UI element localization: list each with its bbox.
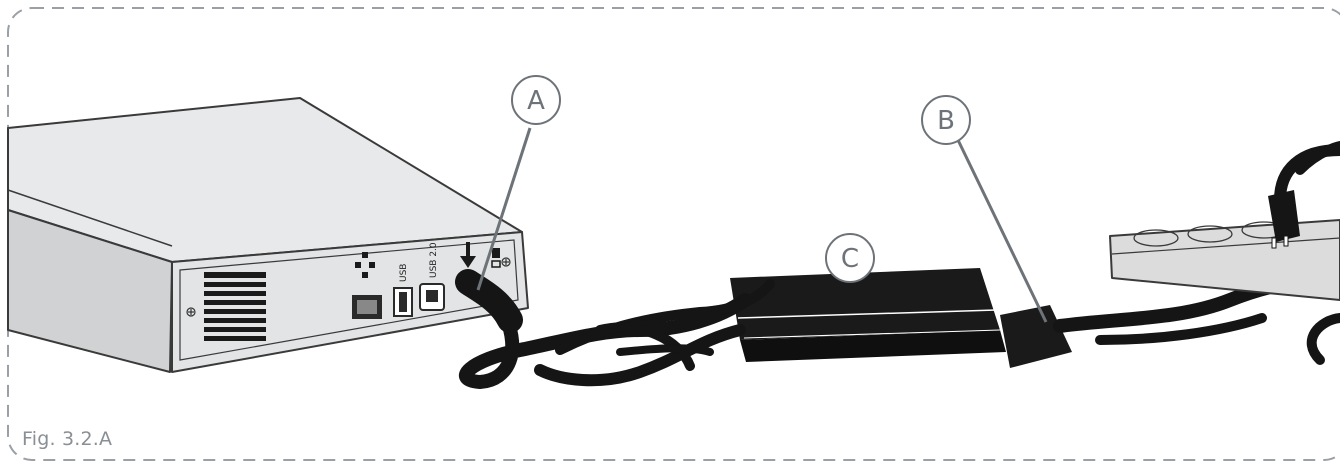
hard-drive: USB USB 2.0 xyxy=(7,97,529,373)
usb-port: USB xyxy=(393,264,413,317)
usb-label: USB xyxy=(399,264,409,282)
callout-c: C xyxy=(825,233,875,283)
outlet-icon xyxy=(1133,221,1287,247)
callout-b-circle xyxy=(921,95,971,145)
callout-b: B xyxy=(921,95,1048,323)
screw-icon xyxy=(186,257,511,317)
network-icon xyxy=(355,252,375,278)
callout-c-label: C xyxy=(841,244,859,274)
arrow-down-icon xyxy=(460,242,476,268)
wall-plug xyxy=(1268,190,1300,242)
figure-caption: Fig. 3.2.A xyxy=(22,428,113,450)
callout-a-label: A xyxy=(527,86,545,116)
power-adapter xyxy=(730,268,1072,368)
power-switch-icon xyxy=(491,248,501,268)
drive-side xyxy=(7,209,173,373)
callout-c-circle xyxy=(825,233,875,283)
callout-b-line xyxy=(956,139,1048,323)
callout-a-line xyxy=(476,127,532,291)
callout-a-circle xyxy=(511,75,561,125)
ethernet-port xyxy=(352,252,382,319)
usb2-port: USB 2.0 xyxy=(419,242,445,311)
power-strip xyxy=(1109,190,1340,301)
callout-b-label: B xyxy=(937,106,955,136)
vent-grille xyxy=(204,272,266,341)
callout-a: A xyxy=(476,75,561,291)
adapter-top xyxy=(730,268,1000,340)
usb2-label: USB 2.0 xyxy=(429,242,439,278)
